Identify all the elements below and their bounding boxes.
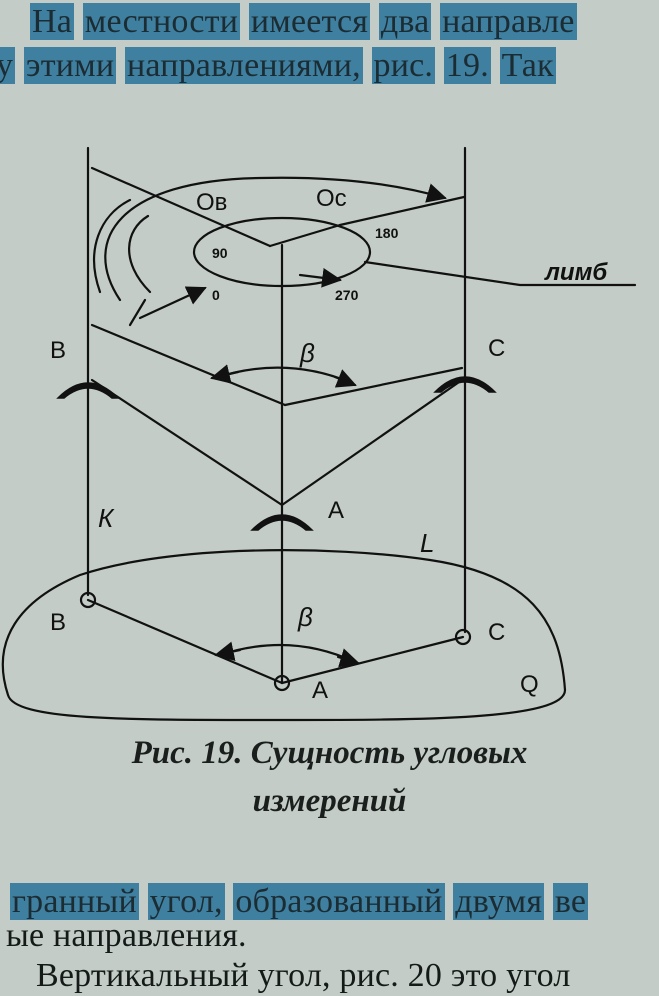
arc-ob	[104, 176, 447, 302]
text-word: два	[378, 3, 432, 40]
beta-upper-arrow-left	[210, 364, 240, 384]
ground-line-c	[280, 635, 465, 685]
point-a-ground	[273, 674, 291, 692]
text-word: ве	[552, 883, 589, 920]
body-text-line-4: ые направления.	[6, 917, 247, 954]
body-text-line-3: гранный угол, образованный двумя ве	[10, 882, 589, 922]
limb-scale-270: 270	[335, 287, 359, 303]
text-word: этими	[23, 47, 117, 84]
beta-upper-label: β	[299, 338, 315, 368]
label-c: С	[488, 335, 505, 362]
beta-lower-label: β	[297, 602, 313, 632]
arc-inner-1	[128, 214, 152, 294]
ground-area-q	[1, 549, 567, 722]
text-word: направле	[440, 3, 577, 40]
limb-scale-0: 0	[212, 287, 220, 303]
ground-line-b	[86, 598, 284, 685]
text-word: угол,	[147, 883, 225, 920]
label-a: А	[328, 497, 344, 524]
beta-lower-arrow-left	[214, 641, 242, 662]
body-text-line-1: На местности имеется два направле	[30, 2, 577, 42]
sight-line-c-top	[268, 223, 342, 248]
figure-caption-line-1: Рис. 19. Сущность угловых	[131, 735, 528, 771]
beta-lower-arc	[218, 643, 357, 664]
sight-head-a	[250, 514, 314, 531]
plane-line-b	[90, 323, 287, 407]
limb-leader-line	[363, 260, 637, 287]
label-b-ground: В	[50, 609, 66, 636]
arc-inner-2	[93, 198, 132, 294]
label-b: В	[50, 337, 66, 364]
body-text-line-5: Вертикальный угол, рис. 20 это угол	[36, 957, 571, 994]
text-word: Так	[499, 47, 556, 84]
beta-lower-arrow-right	[336, 648, 360, 668]
text-word: 19.	[443, 47, 491, 84]
sight-line-b-top	[90, 166, 272, 248]
text-word: гранный	[10, 883, 139, 920]
limb-ellipse	[192, 216, 372, 288]
angle-measurement-figure: Ов Ос 90 180 0 270 лимб В С β К А L В β …	[1, 146, 637, 722]
label-k: К	[98, 503, 115, 533]
sight-head-c	[433, 376, 497, 393]
text-word: имеется	[248, 3, 371, 40]
arrow-to-zero	[138, 286, 207, 320]
sight-line-c-top-ext	[338, 195, 466, 227]
label-a-ground: А	[312, 677, 328, 704]
label-c-ground: С	[488, 619, 505, 646]
label-oc: Ос	[316, 185, 347, 212]
line-c-to-a	[280, 378, 464, 507]
line-b-to-a	[90, 378, 284, 507]
body-text-line-2: у этими направлениями, рис. 19. Так	[0, 46, 556, 86]
label-l: L	[420, 528, 434, 558]
label-ob: Ов	[196, 189, 227, 216]
point-c-ground	[454, 628, 472, 646]
text-word: рис.	[371, 47, 436, 84]
text-word: местности	[82, 3, 241, 40]
beta-upper-arc	[213, 366, 354, 385]
point-b-ground	[79, 591, 97, 609]
text-word: направлениями,	[124, 47, 363, 84]
plane-line-c	[283, 366, 464, 407]
text-word: двумя	[453, 883, 545, 920]
figure-caption-line-2: измерений	[252, 783, 407, 819]
limb-scale-90: 90	[212, 245, 228, 261]
arrow-270	[298, 267, 342, 288]
label-q: Q	[520, 671, 539, 698]
beta-upper-arrow-right	[333, 369, 357, 388]
limb-label: лимб	[544, 259, 608, 286]
arrow-tick	[128, 298, 147, 327]
sight-head-b	[56, 382, 120, 399]
text-word: у	[0, 47, 16, 84]
text-word: образованный	[233, 883, 445, 920]
text-word: На	[30, 3, 75, 40]
limb-scale-180: 180	[375, 225, 399, 241]
